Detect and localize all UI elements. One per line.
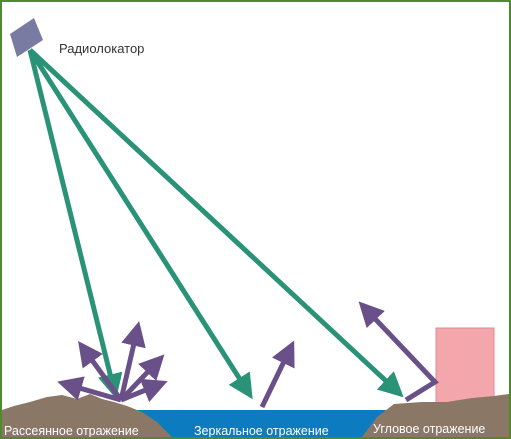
scatter-arrow xyxy=(57,376,122,403)
specular-reflection-label: Зеркальное отражение xyxy=(194,424,329,437)
corner-reflection-label: Угловое отражение xyxy=(373,422,485,436)
incident-ray-corner xyxy=(28,48,404,398)
rough-ground xyxy=(2,394,172,437)
diffuse-reflection-label: Рассеянное отражение xyxy=(4,424,139,437)
specular-reflection-arrow xyxy=(259,340,295,409)
radar-antenna xyxy=(10,18,43,57)
incident-ray-diffuse xyxy=(27,49,123,399)
scatter-arrow xyxy=(118,321,146,401)
incident-ray-specular xyxy=(27,48,253,400)
corner-reflection-path xyxy=(358,301,439,403)
scatter-arrow xyxy=(120,378,168,403)
radar-label: Радиолокатор xyxy=(59,41,144,56)
diffuse-reflection-arrows xyxy=(57,321,168,403)
building xyxy=(435,327,495,404)
scatter-arrow xyxy=(78,340,124,402)
right-ground xyxy=(362,394,509,437)
water-surface xyxy=(107,407,402,437)
